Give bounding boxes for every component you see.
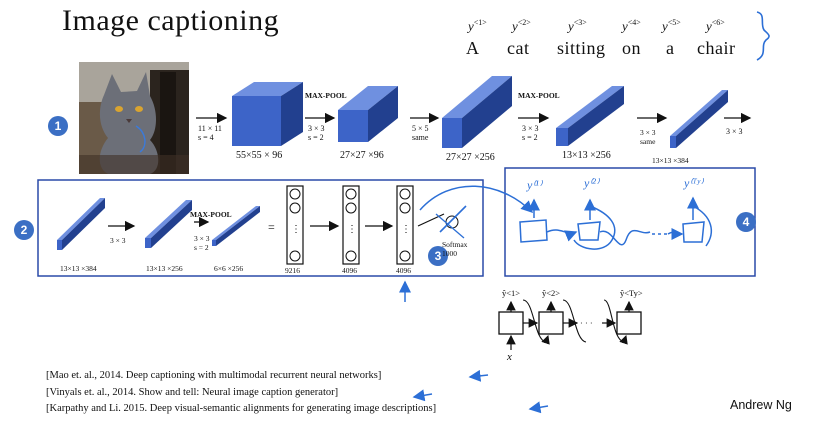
volume-27x27x96 (338, 86, 398, 142)
reference-arrow (468, 369, 489, 382)
caption-word: sitting (557, 38, 606, 58)
step-badge: 2 (14, 220, 34, 240)
hand-rnn (519, 196, 713, 250)
fc-dots: ⋮ (291, 224, 301, 235)
rnn-section-box (504, 167, 756, 277)
fc-layer-9216 (286, 185, 304, 265)
small-rnn (498, 299, 642, 350)
caption-brace (756, 11, 770, 61)
reference-citation: [Vinyals et. al., 2014. Show and tell: N… (46, 387, 339, 398)
reference-arrow (412, 389, 433, 402)
caption-word: chair (697, 38, 736, 58)
volume-label: 55×55 × 96 (236, 150, 283, 161)
fc-layer-4096-a (342, 185, 360, 265)
conv-op: 3 × 3 (110, 236, 126, 245)
volume-label: 27×27 ×96 (340, 150, 384, 161)
author-name: Andrew Ng (730, 398, 792, 412)
fc-size-label: 9216 (285, 266, 300, 275)
fc-layer-4096-b (396, 185, 414, 265)
hand-output-label: y⁽¹⁾ (527, 178, 542, 192)
maxpool-label: MAX-POOL (190, 210, 232, 219)
step-badge: 3 (428, 246, 448, 266)
hand-output-label: y⁽ᵀʸ⁾ (684, 176, 703, 190)
rnn-input-label: x (507, 351, 512, 363)
volume-label: 6×6 ×256 (214, 264, 244, 273)
step-badge: 1 (48, 116, 68, 136)
caption-output-label: y<4> (622, 18, 641, 34)
volume-label: 13×13 ×384 (652, 156, 689, 165)
caption-word: a (666, 38, 675, 58)
rnn-output-label: ŷ<Ty> (620, 288, 643, 298)
slide-title: Image captioning (62, 4, 280, 37)
reference-arrow (528, 401, 549, 414)
volume-13x13x256 (556, 86, 624, 146)
volume-row2-13x13x384 (57, 198, 105, 250)
fc-section-box (37, 179, 484, 277)
volume-label: 13×13 ×256 (146, 264, 183, 273)
volume-row2-13x13x256 (145, 200, 192, 248)
fc-dots: ⋮ (401, 224, 411, 235)
softmax-crossed-out (417, 205, 467, 239)
reference-citation: [Karpathy and Li. 2015. Deep visual-sema… (46, 403, 437, 414)
reference-citation: [Mao et. al., 2014. Deep captioning with… (46, 370, 382, 381)
caption-output-label: y<3> (568, 18, 587, 34)
caption-word: cat (507, 38, 530, 58)
caption-output-label: y<5> (662, 18, 681, 34)
conv4-op: 3 × 3 (726, 127, 743, 136)
volume-label: 13×13 ×384 (60, 264, 97, 273)
caption-output-label: y<2> (512, 18, 531, 34)
rnn-output-label: ŷ<1> (502, 288, 521, 298)
feature-to-rnn-arrow (419, 185, 534, 214)
cat-image (79, 62, 189, 174)
maxpool-label: MAX-POOL (518, 91, 560, 100)
fc-dots: ⋮ (347, 224, 357, 235)
rnn-ellipsis: · · · (580, 318, 593, 328)
hand-output-label: y⁽²⁾ (584, 176, 599, 190)
fc-size-label: 4096 (396, 266, 411, 275)
volume-label: 13×13 ×256 (562, 150, 611, 161)
volume-13x13x384 (670, 90, 728, 148)
caption-output-label: y<1> (468, 18, 487, 34)
volume-row2-6x6x256 (212, 206, 260, 246)
fc-size-label: 4096 (342, 266, 357, 275)
equals-sign: = (268, 220, 275, 234)
step-badge: 4 (736, 212, 756, 232)
caption-output-label: y<6> (706, 18, 725, 34)
volume-27x27x256 (442, 76, 512, 148)
rnn-output-label: ŷ<2> (542, 288, 561, 298)
caption-word: A (466, 38, 480, 58)
maxpool-label: MAX-POOL (305, 91, 347, 100)
caption-word: on (622, 38, 641, 58)
volume-55x55x96 (232, 82, 303, 146)
volume-label: 27×27 ×256 (446, 152, 495, 163)
